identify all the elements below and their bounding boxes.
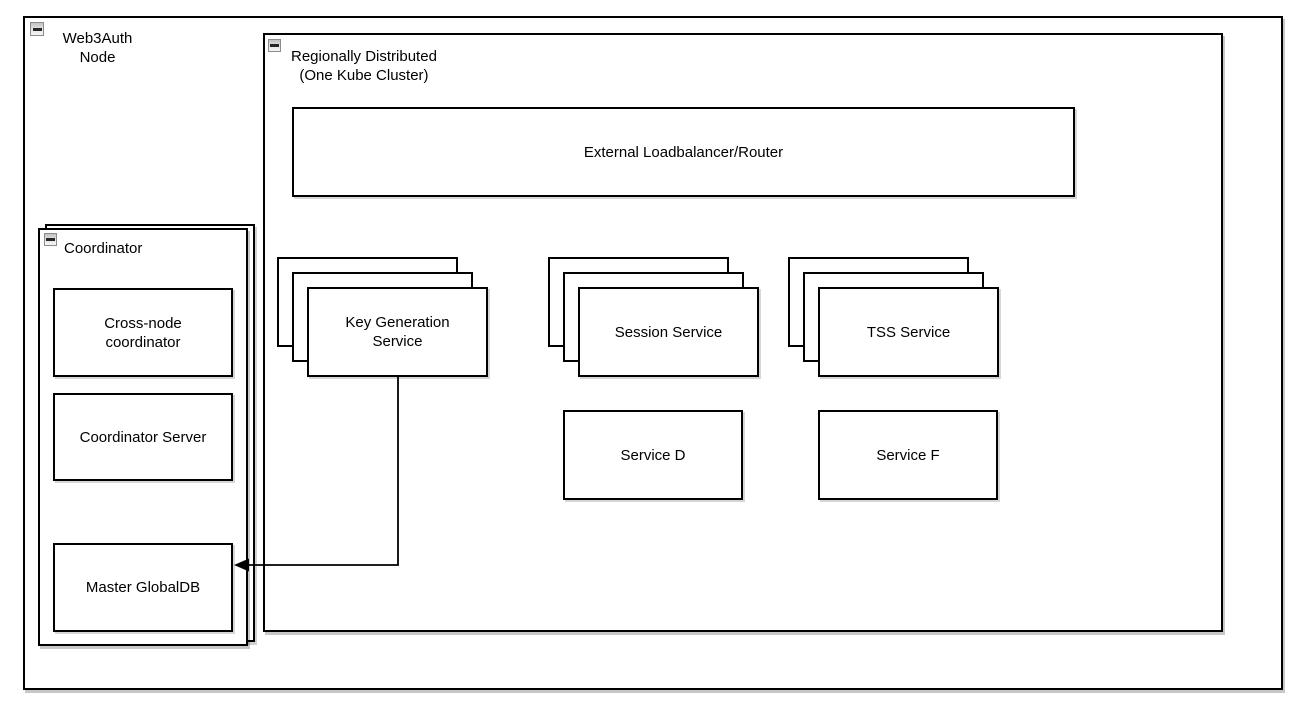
node-label: Coordinator Server [79,428,207,446]
collapse-minus-icon-web3auth-node[interactable] [30,22,44,36]
label-line: Regionally Distributed [291,48,437,65]
node-label: Key Generation Service [345,314,450,350]
node-tss-service[interactable]: TSS Service [818,287,999,377]
container-label-coordinator: Coordinator [64,239,142,258]
connector-line [248,377,399,566]
node-session-service[interactable]: Session Service [578,287,759,377]
node-coordinator-server[interactable]: Coordinator Server [53,393,233,481]
node-key-generation-service[interactable]: Key Generation Service [307,287,488,377]
label-line: Coordinator [64,240,143,257]
node-label: External Loadbalancer/Router [583,143,784,161]
label-line: (One Kube Cluster) [299,67,429,84]
minus-icon [32,27,42,31]
node-service-d[interactable]: Service D [563,410,743,500]
node-label: Master GlobalDB [85,579,201,596]
node-label: Service D [620,446,686,464]
minus-icon [46,238,55,241]
container-label-regionally-distributed: Regionally Distributed (One Kube Cluster… [291,47,437,85]
minus-icon [270,44,279,47]
container-label-web3auth-node: Web3Auth Node [30,29,165,67]
node-master-globaldb[interactable]: Master GlobalDB [53,543,233,632]
node-external-loadbalancer-router[interactable]: External Loadbalancer/Router [292,107,1075,197]
node-label: TSS Service [866,323,951,341]
node-service-f[interactable]: Service F [818,410,998,500]
node-cross-node-coordinator[interactable]: Cross-node coordinator [53,288,233,377]
collapse-minus-icon-regionally-distributed[interactable] [268,39,281,52]
label-line: Node [79,49,116,66]
node-label: Service F [876,446,940,464]
node-label: Cross-node coordinator [104,314,182,351]
collapse-minus-icon-coordinator[interactable] [44,233,57,246]
node-label: Session Service [614,323,723,341]
arrowhead-icon [234,558,249,572]
label-line: Web3Auth [62,30,133,47]
